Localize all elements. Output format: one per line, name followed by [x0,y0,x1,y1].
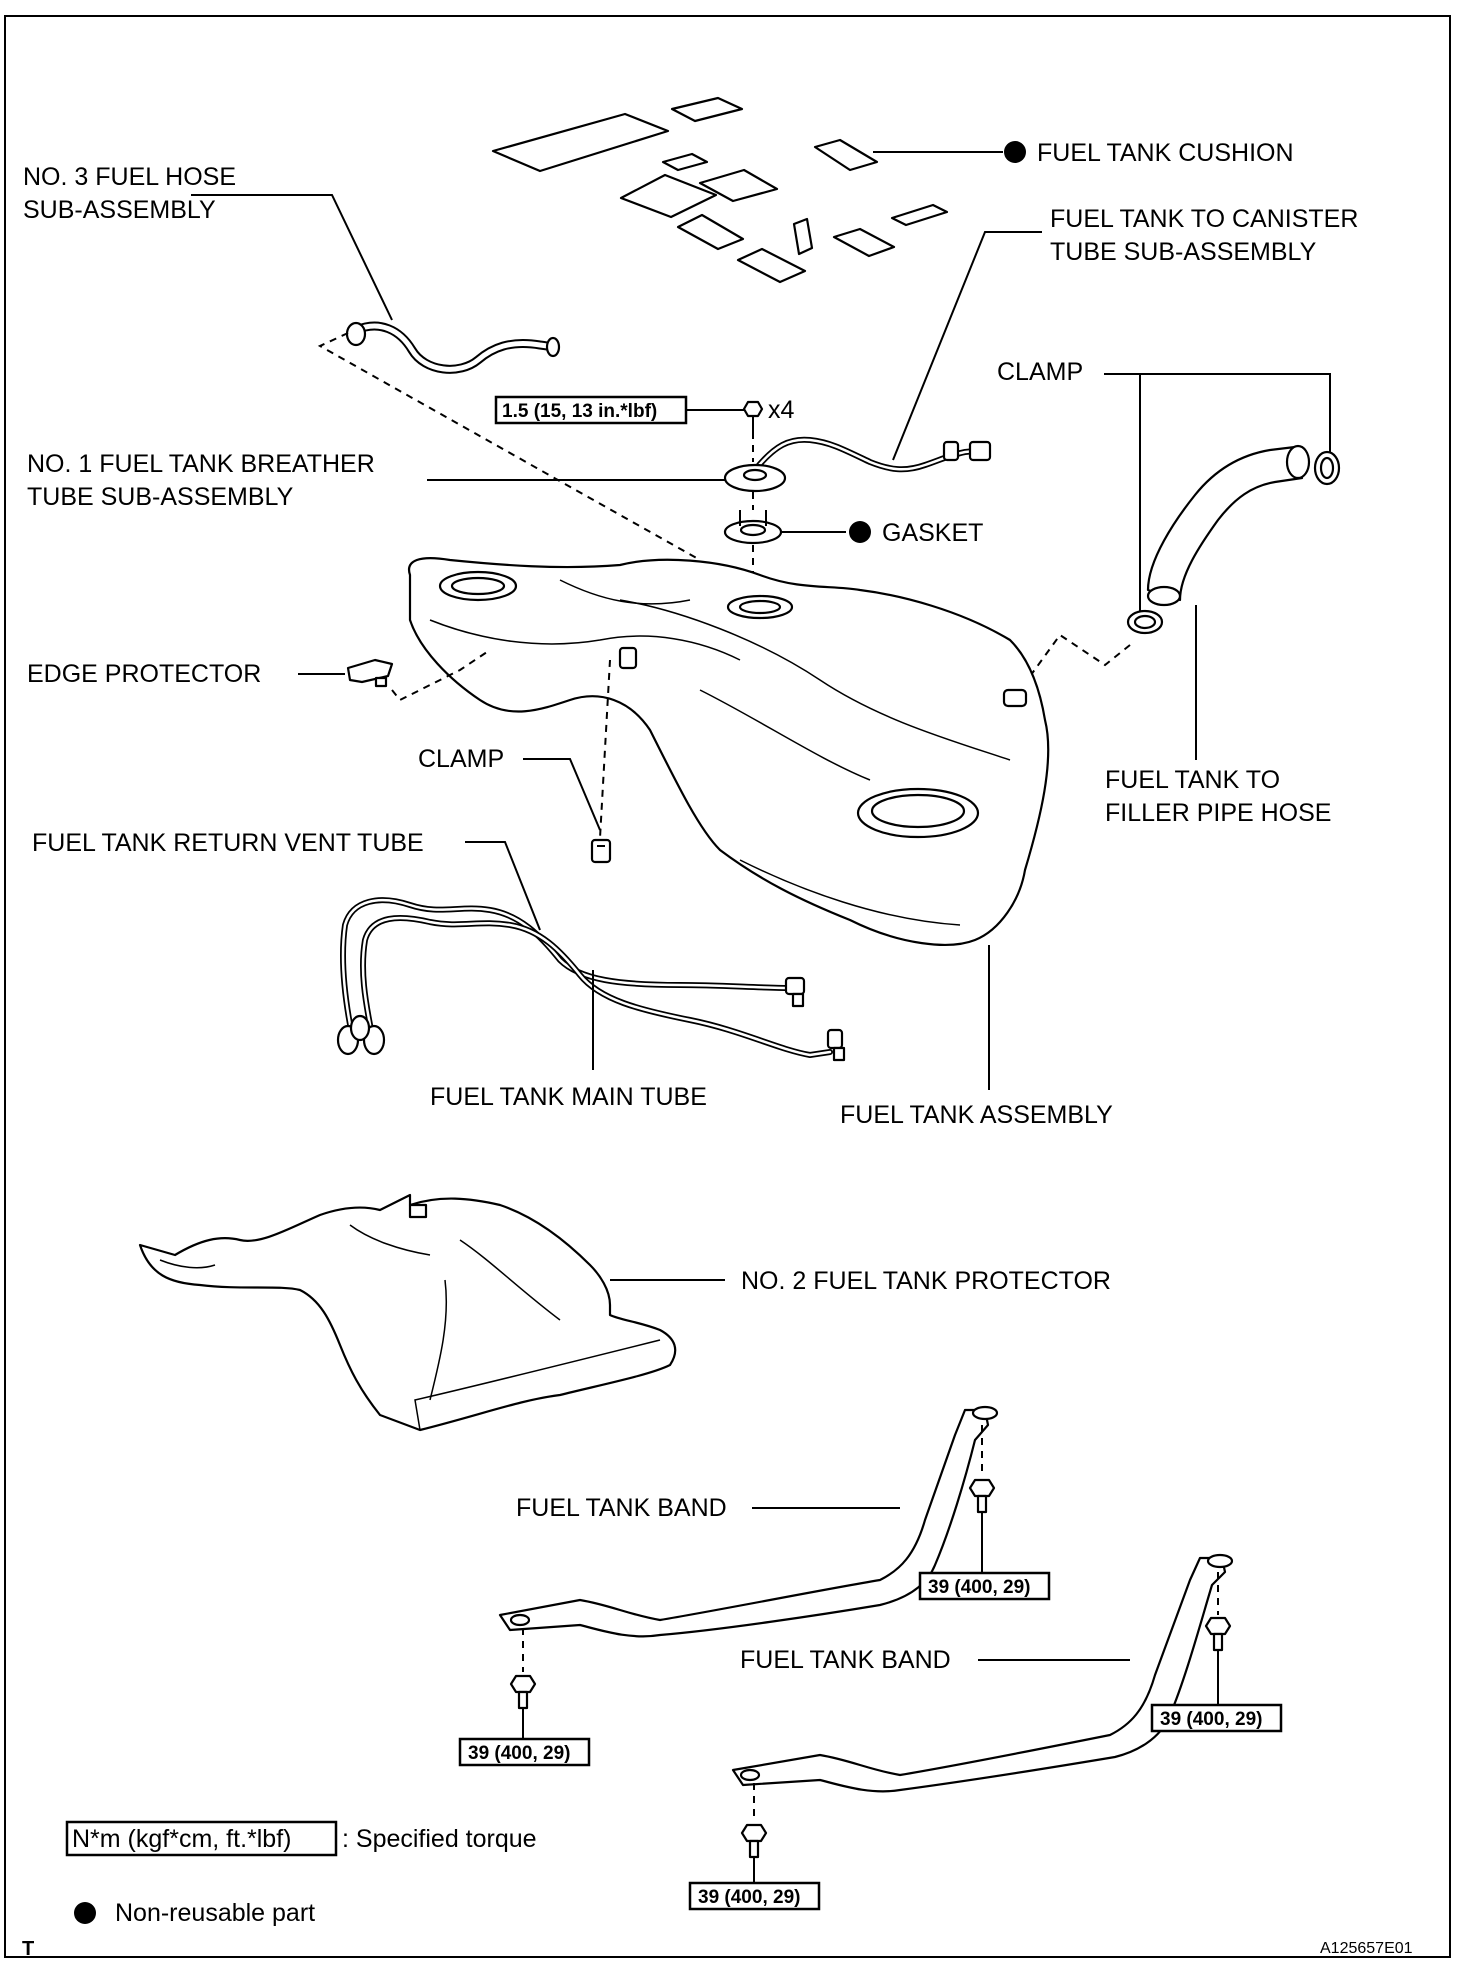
label-filler-hose-line2: FILLER PIPE HOSE [1105,799,1331,827]
band1-right-bolt-icon [968,1478,996,1514]
gasket-ring [723,510,783,545]
torque-box-band2-right [1150,1703,1283,1733]
label-fuel-tank-cushion: FUEL TANK CUSHION [1037,139,1294,167]
breather-bolt-icon [742,400,764,432]
legend-torque-text: : Specified torque [342,1825,537,1853]
torque-band1-left: 39 (400, 29) [468,1743,570,1764]
label-no2-fuel-tank-protector: NO. 2 FUEL TANK PROTECTOR [741,1267,1111,1295]
corner-mark: T [22,1938,34,1960]
torque-band2-right: 39 (400, 29) [1160,1709,1262,1730]
label-x4: x4 [768,396,795,424]
band1-left-bolt-icon [509,1674,537,1710]
legend-torque-units: N*m (kgf*cm, ft.*lbf) [72,1825,291,1853]
label-fuel-tank-assembly: FUEL TANK ASSEMBLY [840,1101,1113,1129]
fuel-tank-cushion-pads [491,96,949,284]
non-reusable-dot [1004,141,1026,163]
label-no3-fuel-hose-line1: NO. 3 FUEL HOSE [23,163,236,191]
label-edge-protector: EDGE PROTECTOR [27,660,261,688]
label-fuel-tank-band-1: FUEL TANK BAND [516,1494,727,1522]
torque-band1-right: 39 (400, 29) [928,1577,1030,1598]
torque-band2-left: 39 (400, 29) [698,1887,800,1908]
breather-tube-flange [723,463,787,493]
legend-non-reusable-dot [74,1902,96,1924]
label-gasket: GASKET [882,519,983,547]
torque-box-band2-left [688,1881,821,1911]
label-breather-line1: NO. 1 FUEL TANK BREATHER [27,450,375,478]
legend-torque-box [65,1820,338,1857]
return-vent-tube [339,897,806,1038]
fuel-tank-body [407,557,1050,946]
label-fuel-tank-band-2: FUEL TANK BAND [740,1646,951,1674]
band2-right-bolt-icon [1204,1616,1232,1652]
label-canister-tube-line1: FUEL TANK TO CANISTER [1050,205,1358,233]
label-main-tube: FUEL TANK MAIN TUBE [430,1083,707,1111]
fuel-tank-band-1 [498,1405,999,1638]
edge-protector-part [346,658,394,688]
non-reusable-dot [849,521,871,543]
label-canister-tube-line2: TUBE SUB-ASSEMBLY [1050,238,1317,266]
label-clamp-mid: CLAMP [418,745,504,773]
label-return-vent-tube: FUEL TANK RETURN VENT TUBE [32,829,424,857]
label-clamp-top: CLAMP [997,358,1083,386]
mid-clamp-part [590,838,612,864]
label-no3-fuel-hose-line2: SUB-ASSEMBLY [23,196,216,224]
canister-tube [752,436,992,473]
torque-box-band1-right [918,1571,1051,1601]
torque-breather-bolt: 1.5 (15, 13 in.*lbf) [502,401,657,422]
no2-fuel-tank-protector [138,1193,677,1432]
label-breather-line2: TUBE SUB-ASSEMBLY [27,483,294,511]
mid-clamp-pin [618,646,638,670]
main-tube [359,915,846,1062]
figure-id: A125657E01 [1320,1940,1413,1957]
no3-fuel-hose [345,321,561,374]
hose-clamp-lower [1126,609,1164,635]
band2-left-bolt-icon [740,1823,768,1859]
hose-clamp-upper [1313,450,1341,486]
label-filler-hose-line1: FUEL TANK TO [1105,766,1280,794]
tube-connectors-left [336,1014,386,1056]
fuel-tank-band-2 [731,1553,1234,1793]
torque-box-band1-left [458,1737,591,1767]
legend-nonreusable-text: Non-reusable part [115,1899,315,1927]
filler-pipe-hose [1146,444,1311,607]
